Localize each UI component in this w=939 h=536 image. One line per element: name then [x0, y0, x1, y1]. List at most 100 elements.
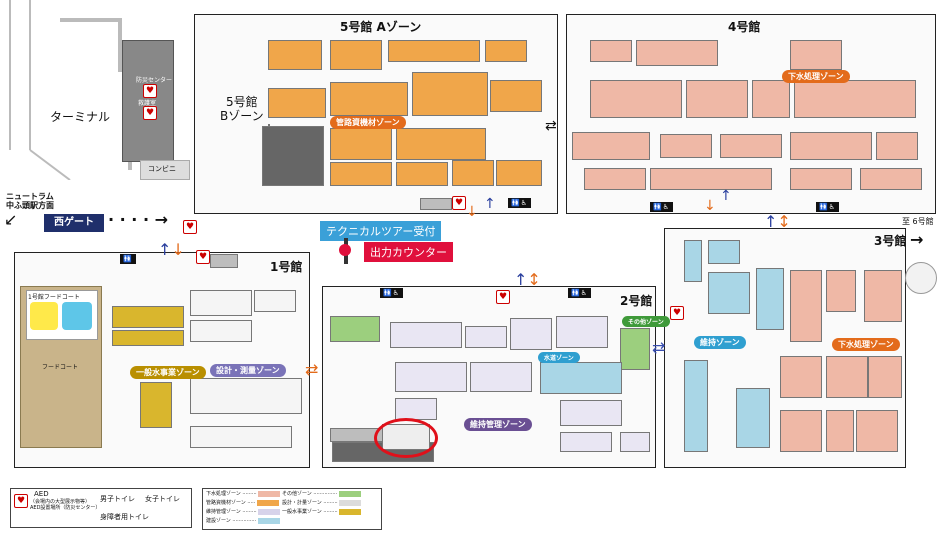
booth[interactable] — [190, 378, 302, 414]
convenience-store-label: コンビニ — [148, 165, 176, 173]
booth[interactable] — [708, 240, 740, 264]
booth[interactable] — [736, 388, 770, 448]
booth[interactable] — [826, 410, 854, 452]
booth[interactable] — [540, 362, 622, 394]
legend-right-0: その他ゾーン ··············· — [282, 490, 361, 499]
booth[interactable] — [560, 400, 622, 426]
hall-1-entrance-block — [210, 254, 238, 268]
booth[interactable] — [190, 320, 252, 342]
booth[interactable] — [190, 426, 292, 448]
aed-hall5-icon: ♥ — [452, 196, 466, 210]
gate-hall4-out-icon: ↑ — [720, 188, 732, 204]
booth[interactable] — [470, 362, 532, 392]
booth[interactable] — [864, 270, 902, 322]
booth[interactable] — [412, 72, 488, 116]
booth[interactable] — [268, 40, 322, 70]
gate-hall5-in-icon: ↓ — [466, 204, 478, 220]
zone-2-maint: 維持管理ゾーン — [464, 418, 532, 431]
booth[interactable] — [490, 80, 542, 112]
booth[interactable] — [330, 316, 380, 342]
booth[interactable] — [388, 40, 480, 62]
booth[interactable] — [590, 80, 682, 118]
booth[interactable] — [560, 432, 612, 452]
booth[interactable] — [752, 80, 790, 118]
booth[interactable] — [708, 272, 750, 314]
booth[interactable] — [636, 40, 718, 66]
connector-2-3-icon: ⇄ — [652, 338, 666, 357]
legend-zones-right: その他ゾーン ··············· 設計・計量ゾーン ········… — [282, 490, 362, 517]
booth[interactable] — [496, 160, 542, 186]
booth[interactable] — [590, 40, 632, 62]
hall-5-toilet-icons: 🚻♿ — [508, 198, 531, 208]
gate-hall4-in-icon: ↓ — [704, 198, 716, 214]
booth[interactable] — [140, 382, 172, 428]
aed-hall1-icon: ♥ — [196, 250, 210, 264]
booth[interactable] — [390, 322, 462, 348]
booth[interactable] — [876, 132, 918, 160]
booth[interactable] — [620, 328, 650, 370]
booth[interactable] — [780, 356, 822, 398]
booth[interactable] — [794, 80, 916, 118]
booth[interactable] — [556, 316, 608, 348]
booth[interactable] — [330, 82, 408, 116]
legend-womens-label: 女子トイレ — [145, 495, 180, 503]
aed-security-icon: ♥ — [143, 84, 157, 98]
legend-left-0: 下水処理ゾーン ········· — [206, 490, 281, 499]
exit-hall6-label: 至 6号館 — [902, 217, 934, 226]
booth[interactable] — [395, 398, 437, 420]
legend-left-2: 維持管理ゾーン ········· — [206, 508, 281, 517]
food-court-title: 1号館フードコート — [28, 294, 80, 301]
booth[interactable] — [686, 80, 748, 118]
output-counter[interactable]: 出力カウンター — [364, 242, 453, 262]
booth[interactable] — [620, 432, 650, 452]
booth[interactable] — [780, 410, 822, 452]
booth[interactable] — [720, 134, 782, 158]
zone-4-sewer: 下水処理ゾーン — [782, 70, 850, 83]
booth[interactable] — [684, 360, 708, 452]
hall-2-toilet-icons-right: 🚻♿ — [568, 288, 591, 298]
booth[interactable] — [856, 410, 898, 452]
booth[interactable] — [330, 162, 392, 186]
booth[interactable] — [650, 168, 772, 190]
booth[interactable] — [790, 132, 872, 160]
booth[interactable] — [465, 326, 507, 348]
booth[interactable] — [330, 40, 382, 70]
booth[interactable] — [860, 168, 922, 190]
legend-zones: 下水処理ゾーン ········· 管路資機材ゾーン ····· 維持管理ゾーン… — [206, 490, 281, 526]
booth[interactable] — [510, 318, 552, 350]
booth[interactable] — [330, 128, 392, 160]
booth[interactable] — [396, 162, 448, 186]
hall-5b-title: 5号館 Bゾーン — [220, 95, 264, 123]
hall-5-stage — [420, 198, 452, 210]
legend-right-2: 一般水事業ゾーン ········· — [282, 508, 362, 517]
booth[interactable] — [660, 134, 712, 158]
booth[interactable] — [485, 40, 527, 62]
booth[interactable] — [190, 290, 252, 316]
booth[interactable] — [396, 128, 486, 160]
hall-4-toilet-icons-right: 🚻♿ — [816, 202, 839, 212]
booth[interactable] — [268, 124, 270, 126]
booth[interactable] — [790, 168, 852, 190]
connector-1-2-icon: ⇄ — [305, 360, 319, 379]
zone-2-water: 水道ゾーン — [538, 352, 580, 363]
output-counter-dot — [339, 244, 351, 256]
booth[interactable] — [790, 40, 842, 70]
booth[interactable] — [112, 306, 184, 328]
booth[interactable] — [684, 240, 702, 282]
terminal-building — [122, 40, 174, 162]
booth[interactable] — [254, 290, 296, 312]
technical-tour-counter[interactable]: テクニカルツアー受付 — [320, 221, 442, 241]
booth[interactable] — [452, 160, 494, 186]
booth[interactable] — [868, 356, 902, 398]
west-gate-button[interactable]: 西ゲート — [44, 214, 104, 232]
booth[interactable] — [826, 356, 868, 398]
booth[interactable] — [268, 88, 326, 118]
booth[interactable] — [572, 132, 650, 160]
booth[interactable] — [112, 330, 184, 346]
booth[interactable] — [756, 268, 784, 330]
booth[interactable] — [790, 270, 822, 342]
hall-3-title: 3号館 — [874, 234, 907, 248]
booth[interactable] — [826, 270, 856, 312]
booth[interactable] — [395, 362, 467, 392]
booth[interactable] — [584, 168, 646, 190]
